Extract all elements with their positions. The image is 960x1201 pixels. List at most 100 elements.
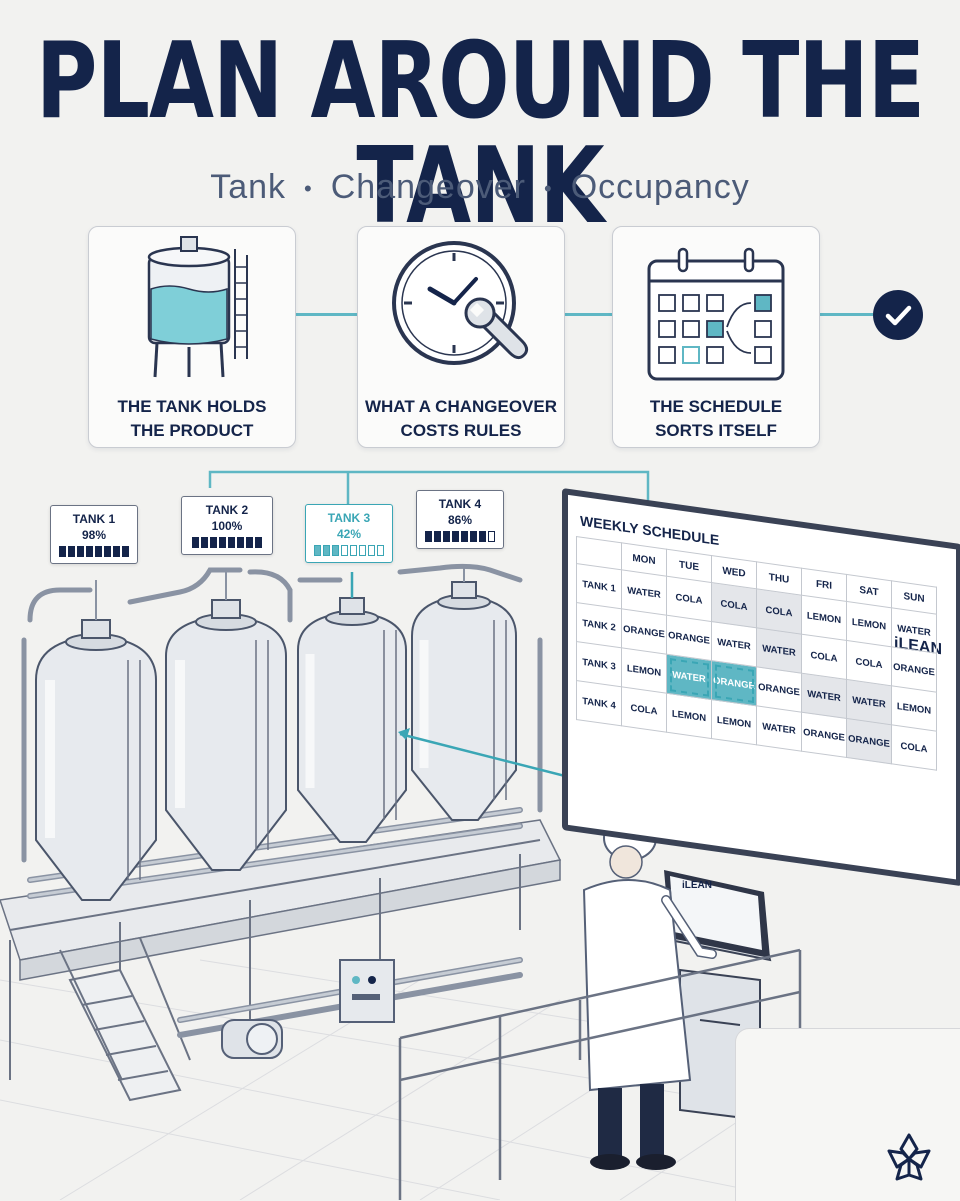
subtitle-tank: Tank: [210, 168, 287, 206]
schedule-cell[interactable]: WATER: [846, 679, 892, 725]
schedule-cell[interactable]: WATER: [621, 569, 667, 616]
card-schedule-sorts: THE SCHEDULE SORTS ITSELF: [612, 226, 820, 448]
card-changeover-costs: WHAT A CHANGEOVER COSTS RULES: [357, 226, 565, 448]
control-box: [339, 959, 395, 1023]
schedule-cell[interactable]: LEMON: [846, 601, 892, 647]
tank-name: TANK 2: [205, 503, 249, 517]
schedule-cell[interactable]: ORANGE: [666, 615, 712, 661]
schedule-cell[interactable]: ORANGE: [621, 608, 667, 655]
subtitle-occupancy: Occupancy: [570, 168, 750, 206]
level-segment: [237, 537, 244, 548]
schedule-cell[interactable]: WATER: [891, 607, 937, 654]
subtitle-separator: •: [543, 176, 553, 202]
level-segment: [314, 545, 321, 556]
connector-line: [563, 313, 612, 316]
tank-label-4: TANK 4 86%: [416, 490, 504, 549]
schedule-grid: MON TUE WED THU FRI SAT SUN TANK 1 WATER…: [576, 536, 937, 771]
tank-level-bar: [192, 537, 262, 548]
level-segment: [443, 531, 450, 542]
level-segment: [192, 537, 199, 548]
subtitle-changeover: Changeover: [330, 168, 526, 206]
level-segment: [479, 531, 486, 542]
tank-4-vessel: [411, 581, 517, 821]
factory-illustration: [0, 470, 960, 1200]
schedule-cell[interactable]: COLA: [621, 686, 667, 733]
corner-panel: [735, 1028, 960, 1201]
schedule-cell[interactable]: LEMON: [801, 595, 847, 641]
schedule-cell[interactable]: COLA: [756, 588, 802, 635]
storage-tanks: [35, 581, 517, 901]
level-segment: [113, 546, 120, 557]
row-tank-label: TANK 3: [576, 641, 622, 687]
level-segment: [219, 537, 226, 548]
schedule-cell[interactable]: ORANGE: [846, 718, 892, 764]
level-segment: [434, 531, 441, 542]
page-title: PLAN AROUND THE TANK: [35, 19, 925, 247]
schedule-cell[interactable]: COLA: [666, 576, 712, 622]
pump-unit: [221, 1019, 283, 1059]
level-segment: [255, 537, 262, 548]
tank-level-bar: [314, 545, 384, 556]
schedule-cell[interactable]: WATER: [756, 705, 802, 752]
tank-name: TANK 1: [72, 512, 116, 526]
tank-fill-percent: 100%: [211, 519, 243, 533]
card-label: WHAT A CHANGEOVER COSTS RULES: [358, 395, 564, 443]
tank-icon: [147, 236, 248, 378]
level-segment: [228, 537, 235, 548]
schedule-frame: WEEKLY SCHEDULE iLEAN MON TUE WED THU FR…: [562, 488, 960, 887]
schedule-cell[interactable]: COLA: [846, 640, 892, 686]
schedule-cell[interactable]: COLA: [711, 582, 757, 628]
level-segment: [86, 546, 93, 557]
tank-label-2: TANK 2 100%: [181, 496, 273, 555]
tank-label-1: TANK 1 98%: [50, 505, 138, 564]
level-segment: [59, 546, 66, 557]
row-tank-label: TANK 1: [576, 563, 622, 609]
schedule-cell[interactable]: ORANGE: [891, 646, 937, 693]
calendar-icon: [647, 247, 785, 381]
level-segment: [323, 545, 330, 556]
schedule-cell[interactable]: LEMON: [621, 647, 667, 694]
schedule-cell-highlighted[interactable]: ORANGE: [711, 660, 757, 706]
kiosk-brand: iLEAN: [682, 880, 712, 891]
tank-link-lines: [208, 470, 650, 504]
schedule-cell[interactable]: WATER: [711, 621, 757, 667]
schedule-cell-highlighted[interactable]: WATER: [666, 654, 712, 700]
level-segment: [470, 531, 477, 542]
level-segment: [68, 546, 75, 557]
tank-name: TANK 3: [327, 511, 371, 525]
tank-level-bar: [59, 546, 129, 557]
tank-1-vessel: [35, 619, 157, 901]
level-segment: [488, 531, 495, 542]
card-label-line: THE PRODUCT: [130, 421, 254, 440]
clock-wrench-icon: [392, 241, 529, 365]
level-segment: [332, 545, 339, 556]
level-segment: [461, 531, 468, 542]
card-label-line: THE TANK HOLDS: [117, 397, 267, 416]
level-segment: [77, 546, 84, 557]
schedule-cell[interactable]: LEMON: [711, 699, 757, 745]
level-segment: [452, 531, 459, 542]
level-segment: [201, 537, 208, 548]
tank-fill-percent: 42%: [336, 527, 362, 541]
schedule-cell[interactable]: WATER: [756, 627, 802, 674]
schedule-cell[interactable]: WATER: [801, 673, 847, 719]
schedule-cell[interactable]: COLA: [801, 634, 847, 680]
page-subtitle: Tank•Changeover•Occupancy: [0, 168, 960, 207]
schedule-cell[interactable]: ORANGE: [801, 712, 847, 758]
schedule-cell[interactable]: COLA: [891, 724, 937, 771]
card-label: THE SCHEDULE SORTS ITSELF: [613, 395, 819, 443]
tank-name: TANK 4: [438, 497, 482, 511]
level-segment: [368, 545, 375, 556]
schedule-cell[interactable]: LEMON: [891, 685, 937, 732]
schedule-cell[interactable]: LEMON: [666, 693, 712, 739]
schedule-cell[interactable]: ORANGE: [756, 666, 802, 713]
level-segment: [359, 545, 366, 556]
connector-line: [296, 313, 357, 316]
tank-3-vessel: [297, 597, 407, 843]
level-segment: [425, 531, 432, 542]
level-segment: [341, 545, 348, 556]
row-tank-label: TANK 2: [576, 602, 622, 648]
level-segment: [95, 546, 102, 557]
level-segment: [246, 537, 253, 548]
check-icon: [885, 305, 912, 326]
